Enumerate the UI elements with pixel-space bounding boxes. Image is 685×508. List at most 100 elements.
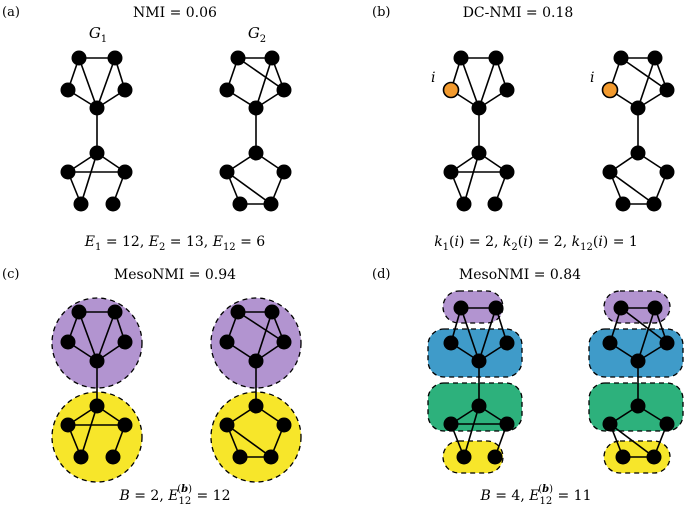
vertex bbox=[659, 82, 675, 98]
panel-d-title: MesoNMI = 0.84 bbox=[459, 267, 581, 283]
panel-d: (d) MesoNMI = 0.84 bbox=[372, 267, 684, 507]
vertex bbox=[488, 50, 504, 66]
vertex bbox=[248, 353, 264, 369]
vertex bbox=[615, 449, 631, 465]
vertex bbox=[443, 416, 459, 432]
vertex bbox=[630, 145, 646, 161]
vertex bbox=[646, 196, 662, 212]
vertex bbox=[219, 164, 235, 180]
vertex bbox=[630, 398, 646, 414]
vertex bbox=[105, 196, 121, 212]
vertex bbox=[263, 196, 279, 212]
vertex bbox=[602, 416, 618, 432]
group-yellow bbox=[442, 440, 504, 474]
vertex bbox=[117, 82, 133, 98]
vertex bbox=[89, 353, 105, 369]
vertex bbox=[453, 50, 469, 66]
graph-d1 bbox=[427, 290, 523, 474]
vertex bbox=[117, 164, 133, 180]
vertex bbox=[647, 300, 663, 316]
vertex bbox=[499, 164, 515, 180]
vertex bbox=[89, 100, 105, 116]
vertex bbox=[646, 449, 662, 465]
graph-b2: i bbox=[590, 50, 675, 212]
group-purple bbox=[51, 297, 143, 389]
panel-d-caption: B = 4, E12(b) = 11 bbox=[480, 484, 592, 507]
vertex bbox=[73, 196, 89, 212]
graph-a2 bbox=[219, 50, 292, 212]
group-purple bbox=[442, 290, 504, 324]
panel-a-label: (a) bbox=[2, 5, 20, 20]
vertex bbox=[659, 416, 675, 432]
panel-a-title: NMI = 0.06 bbox=[133, 5, 217, 21]
vertex bbox=[264, 304, 280, 320]
vertex bbox=[107, 304, 123, 320]
vertex bbox=[71, 304, 87, 320]
vertex bbox=[471, 398, 487, 414]
vertex-i-label: i bbox=[590, 70, 594, 86]
panel-d-label: (d) bbox=[372, 267, 390, 282]
vertex bbox=[487, 449, 503, 465]
vertex bbox=[443, 335, 459, 351]
vertex bbox=[219, 334, 235, 350]
vertex bbox=[276, 334, 292, 350]
vertex bbox=[232, 196, 248, 212]
graph-a1 bbox=[60, 50, 133, 212]
vertex bbox=[630, 353, 646, 369]
vertex bbox=[499, 416, 515, 432]
vertex bbox=[613, 50, 629, 66]
vertex bbox=[89, 398, 105, 414]
vertex bbox=[232, 449, 248, 465]
graph-c2 bbox=[210, 297, 302, 483]
vertex bbox=[264, 50, 280, 66]
vertex bbox=[219, 417, 235, 433]
panel-b: (b) DC-NMI = 0.18 bbox=[372, 5, 675, 253]
vertex bbox=[613, 300, 629, 316]
vertex bbox=[276, 82, 292, 98]
highlighted-vertex-i bbox=[601, 81, 619, 99]
graph-d2 bbox=[588, 290, 684, 474]
panel-c: (c) MesoNMI = 0.94 bbox=[2, 267, 302, 507]
vertex bbox=[487, 196, 503, 212]
vertex bbox=[60, 164, 76, 180]
vertex-i-label: i bbox=[431, 70, 435, 86]
vertex bbox=[60, 417, 76, 433]
vertex bbox=[456, 196, 472, 212]
panel-c-title: MesoNMI = 0.94 bbox=[114, 267, 236, 283]
panel-b-title: DC-NMI = 0.18 bbox=[463, 5, 574, 21]
graph-c1 bbox=[51, 297, 143, 483]
vertex bbox=[615, 196, 631, 212]
vertex bbox=[248, 100, 264, 116]
vertex bbox=[499, 335, 515, 351]
panel-b-label: (b) bbox=[372, 5, 390, 20]
vertex bbox=[471, 100, 487, 116]
vertex bbox=[443, 164, 459, 180]
vertex bbox=[248, 145, 264, 161]
graph-b1: i bbox=[431, 50, 515, 212]
vertex bbox=[499, 82, 515, 98]
vertex bbox=[107, 50, 123, 66]
group-purple bbox=[210, 297, 302, 389]
vertex bbox=[659, 335, 675, 351]
vertex bbox=[60, 334, 76, 350]
vertex bbox=[60, 82, 76, 98]
vertex bbox=[602, 335, 618, 351]
vertex bbox=[456, 449, 472, 465]
graph-g2-label: G2 bbox=[248, 24, 266, 45]
vertex bbox=[659, 164, 675, 180]
vertex bbox=[630, 100, 646, 116]
vertex bbox=[471, 353, 487, 369]
vertex bbox=[89, 145, 105, 161]
vertex bbox=[488, 300, 504, 316]
vertex bbox=[263, 449, 279, 465]
vertex bbox=[73, 449, 89, 465]
vertex bbox=[453, 300, 469, 316]
vertex bbox=[117, 334, 133, 350]
highlighted-vertex-i bbox=[442, 81, 460, 99]
vertex bbox=[230, 50, 246, 66]
vertex bbox=[105, 449, 121, 465]
vertex bbox=[248, 398, 264, 414]
graph-g1-label: G1 bbox=[89, 24, 107, 45]
vertex bbox=[276, 164, 292, 180]
